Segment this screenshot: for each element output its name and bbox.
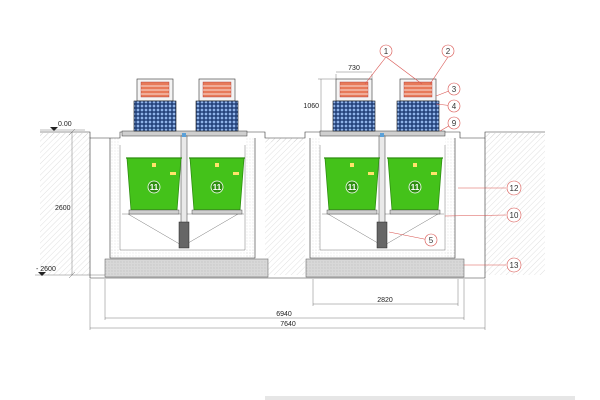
lift-columns (178, 133, 388, 249)
dim-depth-label: 2600 (55, 205, 71, 212)
callout-2: 2 (441, 44, 455, 58)
horizontal-scrollbar[interactable] (265, 396, 575, 400)
dim-unit-width: 730 (335, 65, 373, 79)
bin-label: 11 (411, 183, 420, 192)
bin-label: 11 (348, 183, 357, 192)
unit-4 (396, 78, 440, 132)
callout-3-label: 3 (452, 85, 457, 94)
dim-depth: 2600 (55, 128, 76, 279)
callout-10-label: 10 (510, 211, 519, 220)
bin-1: 11 (126, 157, 182, 215)
foundation-slabs (104, 258, 465, 278)
callout-1-label: 1 (384, 47, 389, 56)
bin-3: 11 (324, 157, 380, 215)
dim-pit-width-label: 2820 (377, 297, 393, 304)
dim-inner-length-label: 6940 (276, 311, 292, 318)
callout-12-label: 12 (510, 184, 519, 193)
top-platforms (121, 130, 446, 137)
bin-2: 11 (189, 157, 245, 215)
dim-pit-width: 2820 (312, 279, 459, 306)
level-top: 0.00 (40, 121, 85, 131)
unit-2 (195, 78, 239, 132)
dim-outer-length-label: 7640 (280, 321, 296, 328)
soil-hatching (40, 138, 545, 279)
callout-4-label: 4 (452, 102, 457, 111)
level-bottom-label: - 2600 (36, 266, 56, 273)
callout-3: 3 (447, 82, 461, 96)
callout-2-label: 2 (446, 47, 451, 56)
level-top-label: 0.00 (58, 121, 72, 128)
callout-12: 12 (506, 180, 522, 196)
callout-9: 9 (447, 116, 461, 130)
callout-13-label: 13 (510, 261, 519, 270)
bin-label: 11 (150, 183, 159, 192)
dim-unit-width-label: 730 (348, 65, 360, 72)
bin-label: 11 (213, 183, 222, 192)
bin-4: 11 (387, 157, 443, 215)
level-bottom: - 2600 (35, 266, 105, 276)
unit-3 (332, 78, 376, 132)
callout-10: 10 (506, 207, 522, 223)
dim-outer-length: 7640 (89, 279, 486, 330)
unit-1 (133, 78, 177, 132)
callout-5: 5 (424, 233, 438, 247)
callout-4: 4 (447, 99, 461, 113)
ground-surface (40, 131, 545, 142)
callout-5-label: 5 (429, 236, 434, 245)
dim-unit-height-label: 1060 (303, 103, 319, 110)
callout-1: 1 (379, 44, 393, 58)
dim-unit-height: 1060 (303, 78, 336, 131)
dim-inner-length: 6940 (104, 279, 465, 320)
callout-13: 13 (506, 257, 522, 273)
callout-9-label: 9 (452, 119, 457, 128)
